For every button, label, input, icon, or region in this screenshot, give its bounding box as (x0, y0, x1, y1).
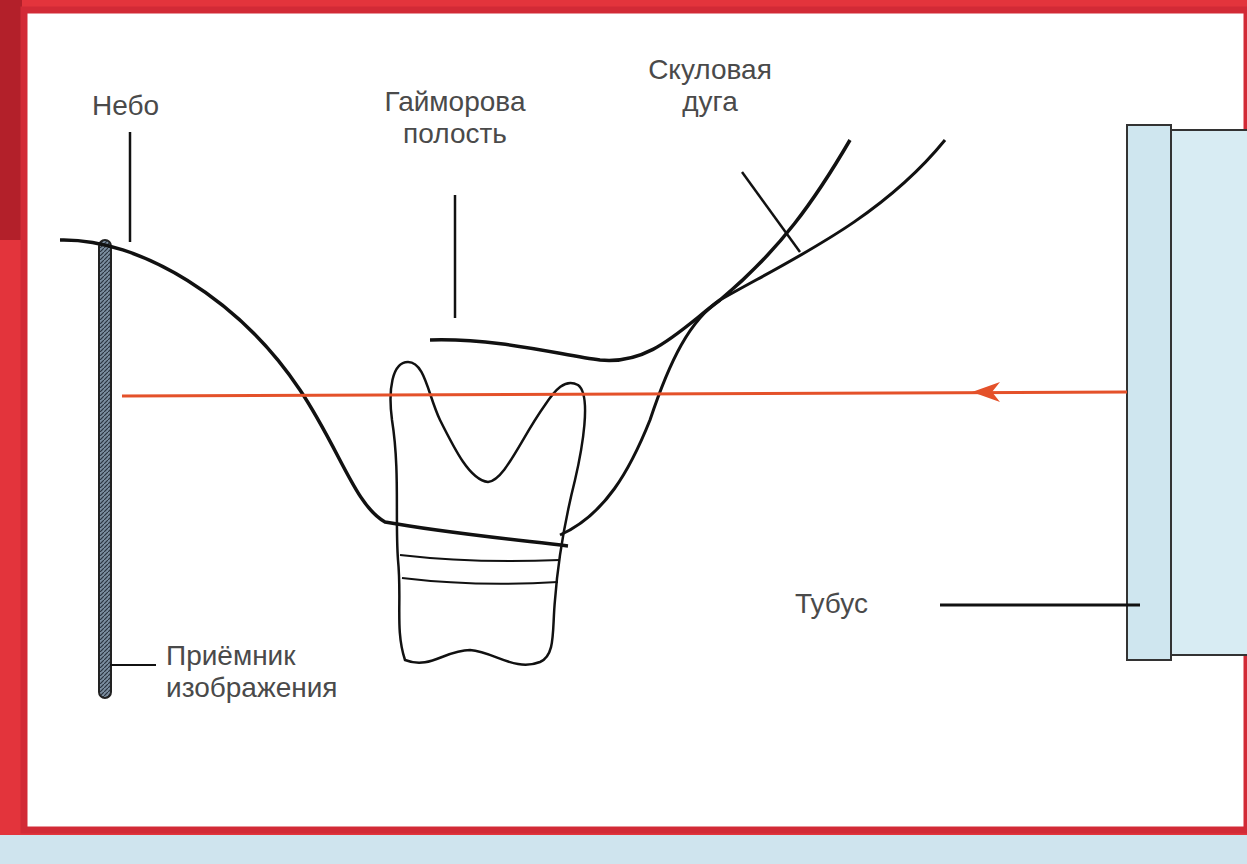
tooth-crown-line (400, 555, 560, 561)
tooth-crown-line (402, 578, 558, 584)
tooth-outline (391, 362, 585, 665)
leader-line (110, 664, 156, 666)
tube-body (1171, 130, 1247, 655)
part-label: Небо (92, 90, 212, 122)
beam-arrowhead (972, 382, 1000, 402)
bottom-strip (0, 835, 1247, 864)
leader-line (454, 195, 457, 318)
leader-line (129, 132, 132, 242)
sinus-contour (430, 140, 850, 360)
part-label: Гайморова полость (370, 86, 540, 150)
palate-contour (60, 240, 568, 546)
tube (1127, 125, 1171, 660)
part-label: Скуловая дуга (620, 54, 800, 118)
part-label: Тубус (795, 588, 925, 620)
leader-line (742, 172, 800, 252)
part-label: Приёмник изображения (166, 640, 406, 704)
image-receptor (99, 240, 111, 698)
zygomatic-contour (560, 140, 945, 535)
leader-line (940, 604, 1140, 607)
panel (24, 10, 1247, 830)
dark-band (0, 0, 22, 240)
